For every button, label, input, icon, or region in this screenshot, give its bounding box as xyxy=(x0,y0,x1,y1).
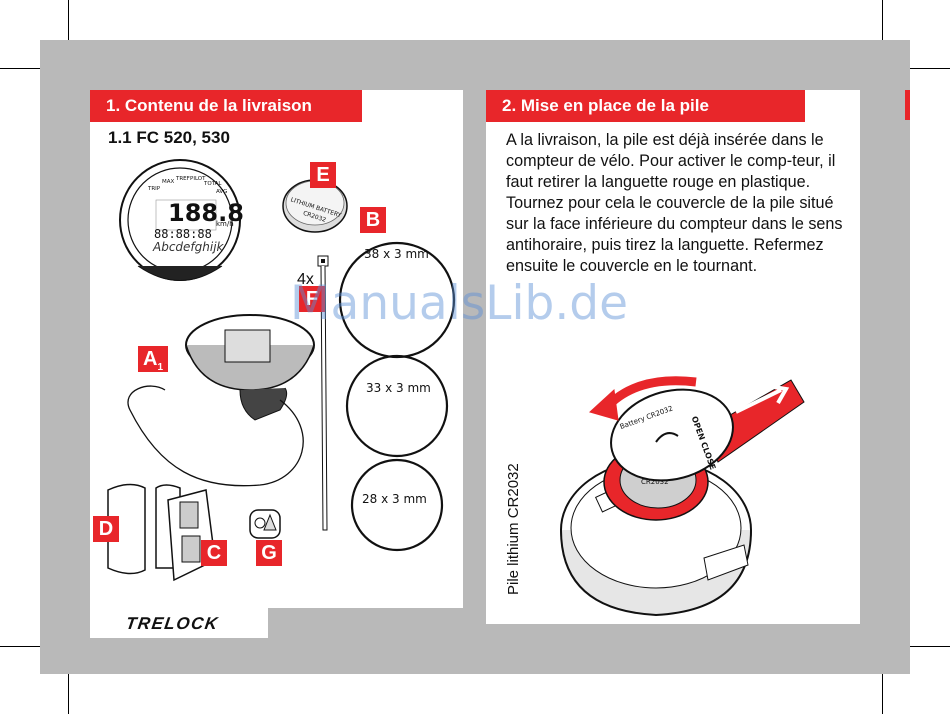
display-text: Abcdefghijk xyxy=(152,240,225,254)
parts-illustration: 188.8 km/h 88:88:88 Abcdefghijk TRIP MAX… xyxy=(107,159,456,582)
display-mode-label: MAX xyxy=(162,179,175,185)
crop-mark xyxy=(910,68,950,69)
badge-a1: A1 xyxy=(138,346,168,373)
rotate-arrow xyxy=(589,376,697,421)
display-time: 88:88:88 xyxy=(154,227,212,241)
display-digits: 188.8 xyxy=(168,199,244,227)
crop-mark xyxy=(68,0,69,40)
mounting-pads xyxy=(107,483,216,582)
display-mode-label: AVG xyxy=(216,189,227,195)
mounting-bracket xyxy=(127,314,315,487)
badge-c: C xyxy=(201,540,227,566)
display-mode-label: TRIP xyxy=(147,186,161,192)
crop-mark xyxy=(0,646,40,647)
crop-mark xyxy=(882,674,883,714)
battery-panel: 2. Mise en place de la pile A la livrais… xyxy=(486,90,860,624)
brand-strip: TRELOCK xyxy=(90,608,268,638)
display-mode-label: TREF xyxy=(175,176,190,182)
display-mode-label: TOTAL xyxy=(203,181,222,187)
crop-mark xyxy=(910,646,950,647)
ring-size-label: 28 x 3 mm xyxy=(362,492,427,506)
section-header: 1. Contenu de la livraison xyxy=(90,90,362,122)
battery-side-label: Pile lithium CR2032 xyxy=(505,463,522,595)
ring-28 xyxy=(350,458,444,552)
display-mode-label: PILOT xyxy=(190,176,206,182)
badge-e: E xyxy=(310,162,336,188)
ring-size-label: 38 x 3 mm xyxy=(364,247,429,261)
edge-tab xyxy=(905,90,910,120)
badge-f: F xyxy=(299,286,325,312)
inner-battery-label: CR2032 xyxy=(641,478,669,486)
crop-mark xyxy=(0,68,40,69)
badge-d: D xyxy=(93,516,119,542)
battery-cover: Battery CR2032 OPEN CLOSE xyxy=(610,388,734,482)
instructions-text: A la livraison, la pile est déjà insérée… xyxy=(506,131,843,275)
battery-illustration: CR2032 Battery CR2032 OPEN CLOSE xyxy=(560,376,805,617)
watermark: ManualsLib.de xyxy=(290,276,629,331)
ring-33 xyxy=(345,354,449,458)
contents-panel: 1. Contenu de la livraison 1.1 FC 520, 5… xyxy=(90,90,463,608)
quantity-label: 4x xyxy=(297,271,314,288)
crop-mark xyxy=(68,674,69,714)
badge-b: B xyxy=(360,207,386,233)
badge-g: G xyxy=(256,540,282,566)
display-unit: km/h xyxy=(216,220,234,228)
crop-mark xyxy=(882,0,883,40)
computer-brand: TRELOCK xyxy=(162,258,198,266)
ring-size-label: 33 x 3 mm xyxy=(366,381,431,395)
bike-computer: 188.8 km/h 88:88:88 Abcdefghijk TRIP MAX… xyxy=(119,159,244,281)
rubber-rings: 38 x 3 mm 33 x 3 mm 28 x 3 mm xyxy=(338,241,456,552)
model-subheading: 1.1 FC 520, 530 xyxy=(108,128,230,147)
spoke-magnet xyxy=(249,509,281,539)
brand-logo: TRELOCK xyxy=(124,614,221,633)
coin-battery: LITHIUM BATTERY CR2032 xyxy=(282,179,348,233)
cable-tie: 4x xyxy=(297,255,329,531)
section-header: 2. Mise en place de la pile xyxy=(486,90,805,122)
